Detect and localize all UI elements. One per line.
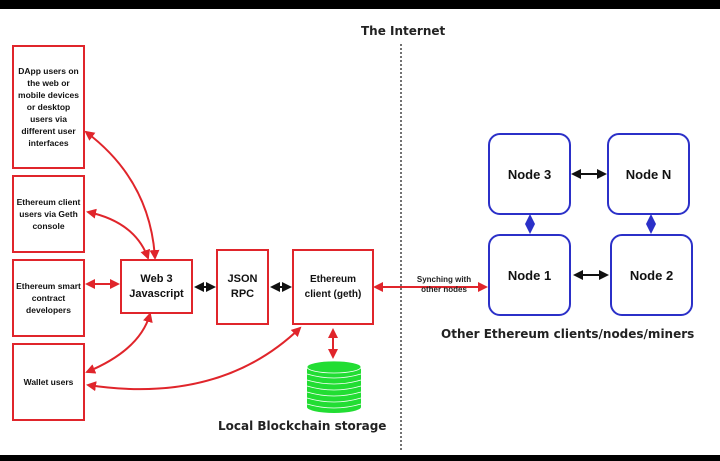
nodes-caption: Other Ethereum clients/nodes/miners	[441, 327, 695, 341]
box-wallet-users: Wallet users	[12, 343, 85, 421]
box-contract-developers: Ethereum smart contract developers	[12, 259, 85, 337]
box-ethereum-client: Ethereum client (geth)	[292, 249, 374, 325]
arrow-wallet-web3	[85, 312, 153, 374]
node-2-label: Node 2	[629, 267, 674, 283]
box-web3-javascript: Web 3 Javascript	[120, 259, 193, 314]
box-dapp-users: DApp users on the web or mobile devices …	[12, 45, 85, 169]
node-1: Node 1	[488, 234, 571, 316]
node-3: Node 3	[488, 133, 571, 215]
arrow-wallet-client	[86, 326, 302, 392]
storage-caption: Local Blockchain storage	[218, 419, 387, 433]
blockchain-storage-icon	[306, 360, 362, 413]
web3-label: Web 3 Javascript	[129, 272, 184, 300]
box-dapp-users-label: DApp users on the web or mobile devices …	[18, 66, 79, 148]
internet-title: The Internet	[361, 24, 446, 38]
box-wallet-users-label: Wallet users	[23, 377, 74, 387]
node-2: Node 2	[610, 234, 693, 316]
bottom-black-bar	[0, 455, 720, 461]
sync-label: Synching with other nodes	[416, 275, 472, 294]
box-geth-console-label: Ethereum client users via Geth console	[16, 197, 81, 231]
node-3-label: Node 3	[507, 166, 552, 182]
node-1-label: Node 1	[507, 267, 552, 283]
node-n-label: Node N	[625, 166, 672, 182]
box-developers-label: Ethereum smart contract developers	[16, 281, 81, 315]
client-label: Ethereum client (geth)	[304, 274, 362, 300]
node-n: Node N	[607, 133, 690, 215]
jsonrpc-label: JSON RPC	[227, 273, 258, 300]
box-geth-console-users: Ethereum client users via Geth console	[12, 175, 85, 253]
box-json-rpc: JSON RPC	[216, 249, 269, 325]
arrow-geth-web3	[86, 208, 150, 260]
arrow-dapp-web3	[84, 130, 160, 260]
top-black-bar	[0, 0, 720, 9]
